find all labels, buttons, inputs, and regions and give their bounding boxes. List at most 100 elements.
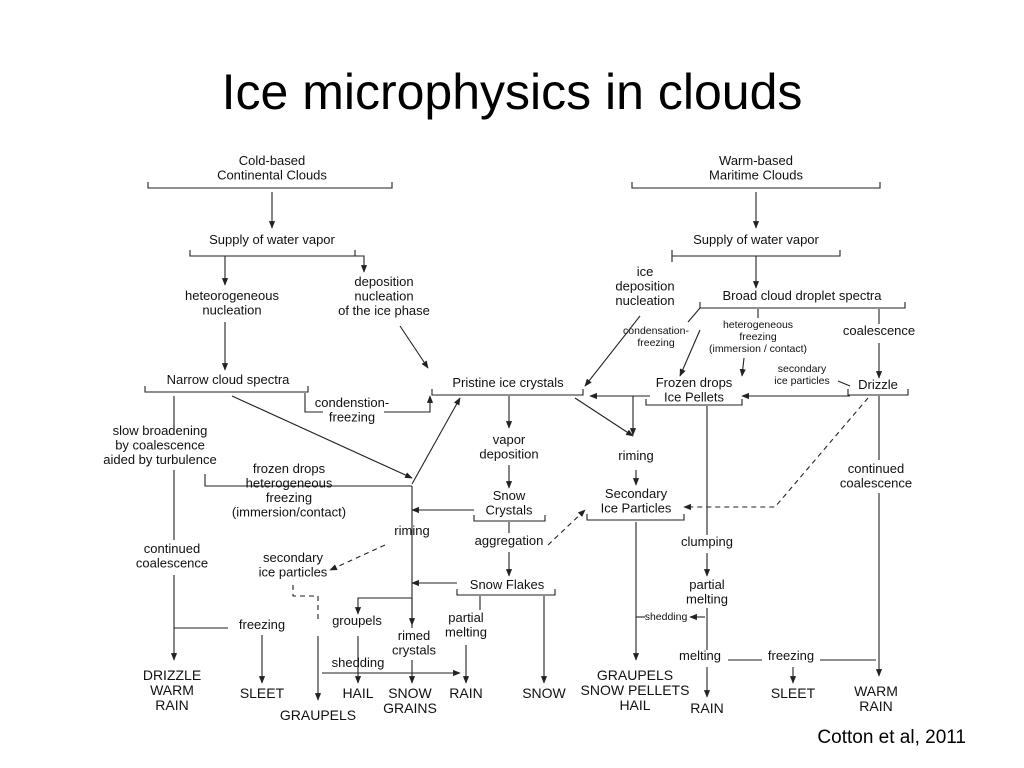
node-label-line: Frozen drops — [656, 375, 733, 390]
node-bracket — [645, 399, 743, 406]
node-bracket — [586, 514, 685, 521]
node-label-line: HAIL — [619, 697, 650, 713]
node-label-line: SLEET — [771, 685, 816, 701]
node-label-line: DRIZZLE — [143, 667, 201, 683]
node-label-line: WARM — [150, 682, 194, 698]
node-label-line: heterogeneous — [246, 476, 333, 491]
node-label-line: melting — [445, 625, 487, 640]
node-label-line: SNOW — [522, 685, 566, 701]
node-label-line: shedding — [332, 655, 385, 670]
node-label-line: riming — [618, 448, 653, 463]
node-label-line: aided by turbulence — [103, 452, 216, 467]
node-label-line: freezing — [637, 337, 675, 349]
node-label-line: freezing — [329, 410, 375, 425]
node-label-line: nucleation — [615, 293, 674, 308]
node-vapor-left: Supply of water vapor — [189, 232, 356, 257]
edge-vapor-to-icedep — [671, 255, 756, 262]
node-drizzle: Drizzle — [847, 377, 909, 396]
node-label-line: Ice Particles — [601, 501, 672, 516]
edge-frozen-to-riming — [629, 395, 650, 436]
node-riming-right: riming — [618, 448, 653, 463]
slide-title: Ice microphysics in clouds — [221, 64, 803, 120]
node-bracket — [699, 302, 906, 309]
node-label-line: condensation- — [623, 325, 689, 337]
node-label-line: melting — [679, 648, 721, 663]
endpoint-graupels-left: GRAUPELS — [280, 707, 356, 723]
node-freezing-right: freezing — [768, 648, 814, 663]
node-label-line: Broad cloud droplet spectra — [723, 288, 883, 303]
endpoint-snow: SNOW — [522, 685, 566, 701]
node-label-line: of the ice phase — [338, 303, 430, 318]
node-label-line: slow broadening — [113, 423, 208, 438]
edge-icedep-to-pristine — [584, 315, 641, 387]
node-riming-left: riming — [394, 523, 429, 538]
node-label-line: Warm-based — [719, 153, 793, 168]
node-label-line: RAIN — [155, 697, 188, 713]
node-cond-freeze-right: condensation-freezing — [623, 325, 689, 349]
node-vapor-right: Supply of water vapor — [671, 232, 841, 257]
edge-frozen-to-pristine — [411, 397, 461, 485]
node-label-line: Snow — [493, 488, 526, 503]
node-label-line: SLEET — [240, 685, 285, 701]
node-clumping: clumping — [681, 534, 733, 549]
node-label-line: RAIN — [690, 700, 723, 716]
edge-vapor-to-hetnuc — [221, 255, 272, 286]
node-label-line: Crystals — [486, 503, 533, 518]
node-label-line: freezing — [768, 648, 814, 663]
node-narrow-spectra: Narrow cloud spectra — [144, 372, 309, 393]
node-label-line: freezing — [739, 331, 777, 343]
node-label-line: nucleation — [202, 303, 261, 318]
node-label-line: aggregation — [475, 533, 544, 548]
node-freezing-left: freezing — [239, 617, 285, 632]
node-melting: melting — [679, 648, 721, 663]
node-label-line: Supply of water vapor — [209, 232, 335, 247]
node-bracket — [144, 386, 309, 393]
node-label-line: riming — [394, 523, 429, 538]
endpoint-sleet-left: SLEET — [240, 685, 285, 701]
node-label-line: (immersion / contact) — [709, 343, 807, 355]
node-label-line: RAIN — [449, 685, 482, 701]
edge-narrow-to-condfreeze — [304, 393, 323, 413]
edge-narrow-to-frozenhet — [231, 395, 413, 479]
node-shedding-left: shedding — [332, 655, 385, 670]
node-label-line: partial — [689, 577, 725, 592]
node-label-line: freezing — [239, 617, 285, 632]
node-label-line: ice particles — [774, 375, 829, 387]
node-label-line: Narrow cloud spectra — [167, 372, 291, 387]
node-label-line: GRAINS — [383, 700, 437, 716]
node-bracket — [456, 589, 556, 596]
edge-trunk-to-groupels — [354, 597, 412, 615]
node-label-line: secondary — [263, 550, 323, 565]
node-bracket — [847, 389, 909, 396]
edge-condfreeze-to-frozen — [679, 329, 701, 377]
node-label-line: Continental Clouds — [217, 168, 327, 183]
node-label-line: rimed — [398, 628, 431, 643]
node-label-line: continued — [144, 541, 200, 556]
node-label-line: deposition — [615, 279, 674, 294]
node-label-line: condenstion- — [315, 395, 389, 410]
node-label-line: Supply of water vapor — [693, 232, 819, 247]
node-label-line: Cold-based — [239, 153, 306, 168]
node-bracket — [631, 182, 881, 189]
node-label-line: nucleation — [354, 289, 413, 304]
endpoint-sleet-right: SLEET — [771, 685, 816, 701]
node-broad-spectra: Broad cloud droplet spectra — [699, 288, 906, 309]
node-aggregation: aggregation — [475, 533, 544, 548]
node-bracket — [147, 182, 393, 189]
node-label-line: (immersion/contact) — [232, 505, 346, 520]
node-label-line: GRAUPELS — [597, 667, 673, 683]
node-label-line: partial — [448, 610, 484, 625]
